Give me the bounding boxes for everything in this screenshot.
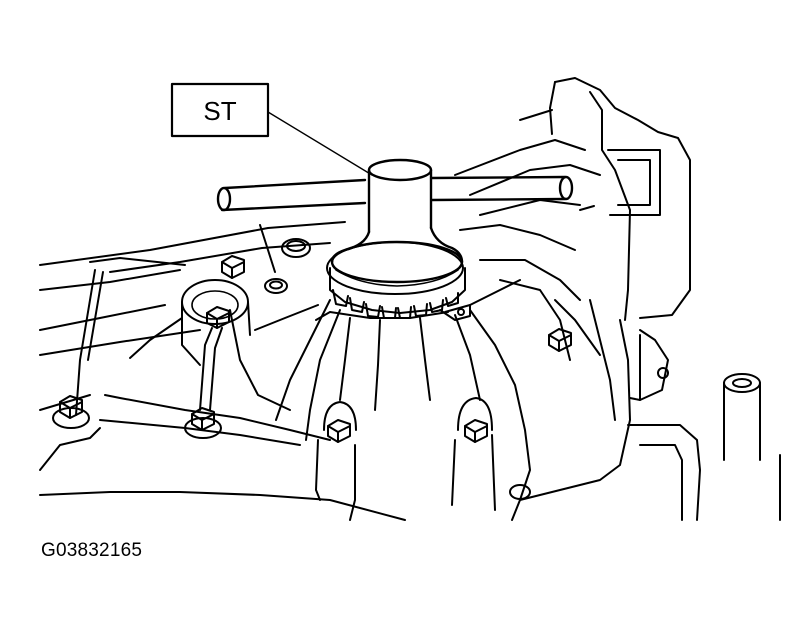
special-service-tool bbox=[216, 158, 574, 287]
leader-line bbox=[267, 111, 373, 176]
figure-code: G03832165 bbox=[41, 540, 143, 561]
hex-bolt-icon bbox=[184, 407, 222, 439]
hex-bolt-icon bbox=[52, 395, 90, 429]
transmission-case bbox=[39, 77, 781, 521]
bolts bbox=[52, 255, 572, 443]
hex-bolt-icon bbox=[548, 328, 572, 352]
tool-callout: ST bbox=[170, 82, 373, 176]
callout-box bbox=[170, 82, 270, 138]
callout-label: ST bbox=[203, 96, 236, 126]
hex-bolt-icon bbox=[457, 397, 493, 443]
hex-bolt-icon bbox=[221, 255, 245, 279]
hex-bolt-icon bbox=[199, 306, 230, 411]
hex-bolt-icon bbox=[323, 401, 357, 443]
